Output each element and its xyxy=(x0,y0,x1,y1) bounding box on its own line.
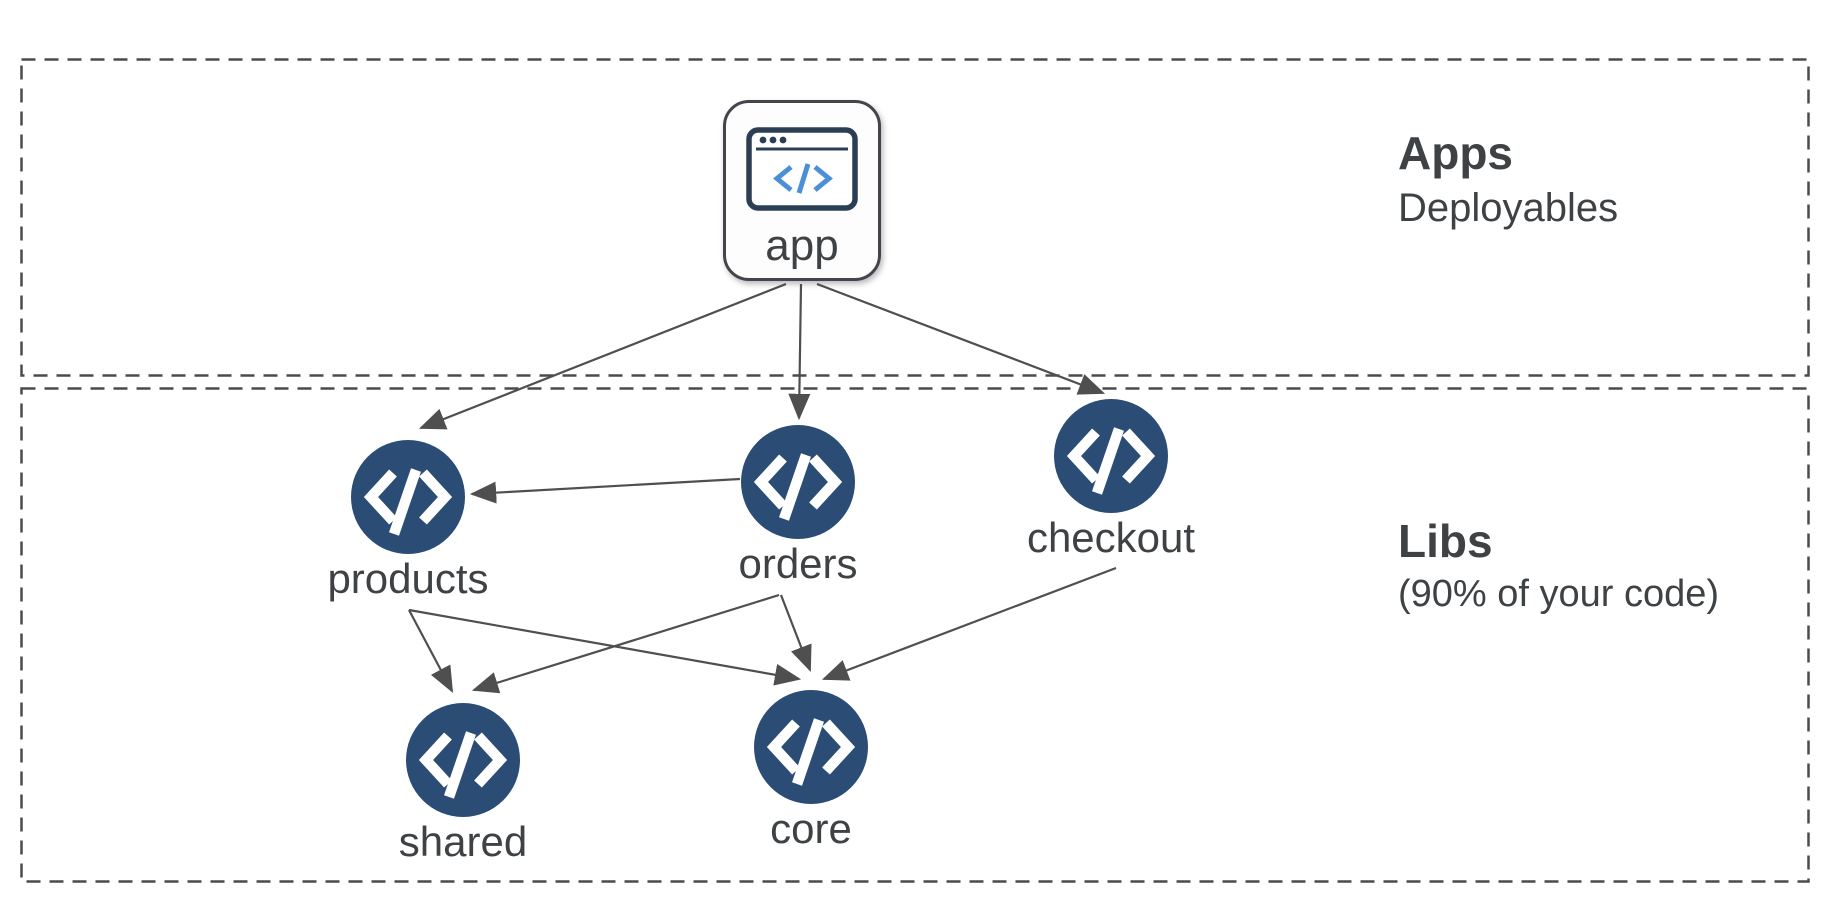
node-label-checkout: checkout xyxy=(1026,514,1196,561)
node-label-orders: orders xyxy=(738,540,858,587)
libs-zone-border xyxy=(20,387,1810,883)
node-app: app xyxy=(723,100,881,281)
browser-window-icon xyxy=(746,127,858,211)
libs-section-subtitle: (90% of your code) xyxy=(1398,573,1720,616)
code-icon xyxy=(406,703,520,817)
node-orders: orders xyxy=(741,425,855,587)
apps-section-label: Apps Deployables xyxy=(1398,126,1618,231)
edge-products-to-core xyxy=(408,608,802,686)
node-core: core xyxy=(754,690,868,852)
apps-section-subtitle: Deployables xyxy=(1398,186,1619,231)
node-shared: shared xyxy=(399,703,527,865)
node-label-app: app xyxy=(765,221,839,270)
edge-orders-to-shared xyxy=(471,593,780,694)
edge-app-to-products xyxy=(418,282,787,430)
libs-section-title: Libs xyxy=(1398,515,1493,567)
edge-orders-to-products xyxy=(469,477,741,504)
edge-products-to-shared xyxy=(408,609,454,693)
libs-section-label: Libs (90% of your code) xyxy=(1398,514,1719,617)
node-label-shared: shared xyxy=(398,818,528,865)
node-label-products: products xyxy=(327,555,489,602)
edge-checkout-to-core xyxy=(821,566,1117,681)
code-icon xyxy=(741,425,855,539)
apps-zone-border xyxy=(20,58,1810,377)
node-label-core: core xyxy=(770,805,852,852)
apps-section-title: Apps xyxy=(1398,127,1513,179)
code-icon xyxy=(754,690,868,804)
edges xyxy=(408,282,1117,694)
code-icon xyxy=(351,440,465,554)
edge-app-to-checkout xyxy=(816,282,1106,395)
edge-orders-to-core xyxy=(779,594,812,673)
code-icon xyxy=(1054,399,1168,513)
node-checkout: checkout xyxy=(1027,399,1195,561)
edge-app-to-orders xyxy=(788,283,811,421)
node-products: products xyxy=(327,440,489,602)
